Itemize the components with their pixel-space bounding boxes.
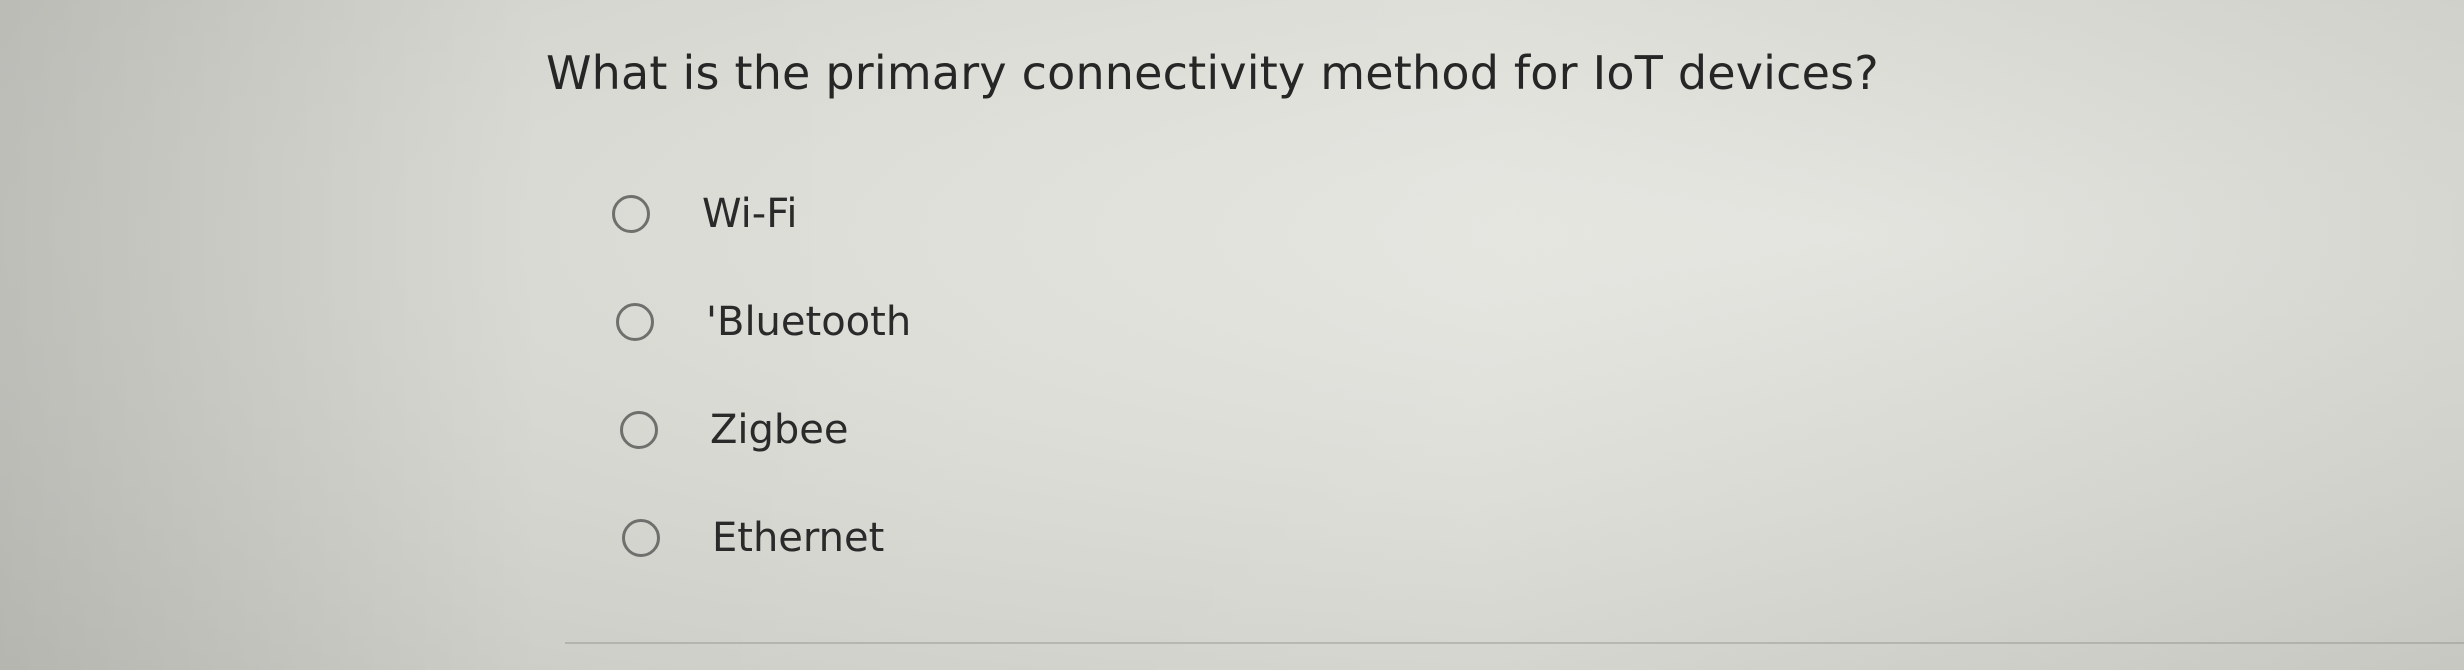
option-ethernet[interactable]: Ethernet xyxy=(622,484,911,592)
question-text: What is the primary connectivity method … xyxy=(546,46,1879,100)
radio-icon[interactable] xyxy=(620,411,658,449)
option-label: Ethernet xyxy=(712,515,885,561)
radio-icon[interactable] xyxy=(622,519,660,557)
option-label: 'Bluetooth xyxy=(706,299,912,345)
divider-line xyxy=(565,642,2464,644)
radio-icon[interactable] xyxy=(612,195,650,233)
radio-icon[interactable] xyxy=(616,303,654,341)
option-label: Zigbee xyxy=(710,407,849,453)
option-bluetooth[interactable]: 'Bluetooth xyxy=(616,268,911,376)
option-wifi[interactable]: Wi-Fi xyxy=(612,160,911,268)
option-zigbee[interactable]: Zigbee xyxy=(620,376,911,484)
option-label: Wi-Fi xyxy=(702,191,798,237)
answer-options: Wi-Fi 'Bluetooth Zigbee Ethernet xyxy=(612,160,911,592)
